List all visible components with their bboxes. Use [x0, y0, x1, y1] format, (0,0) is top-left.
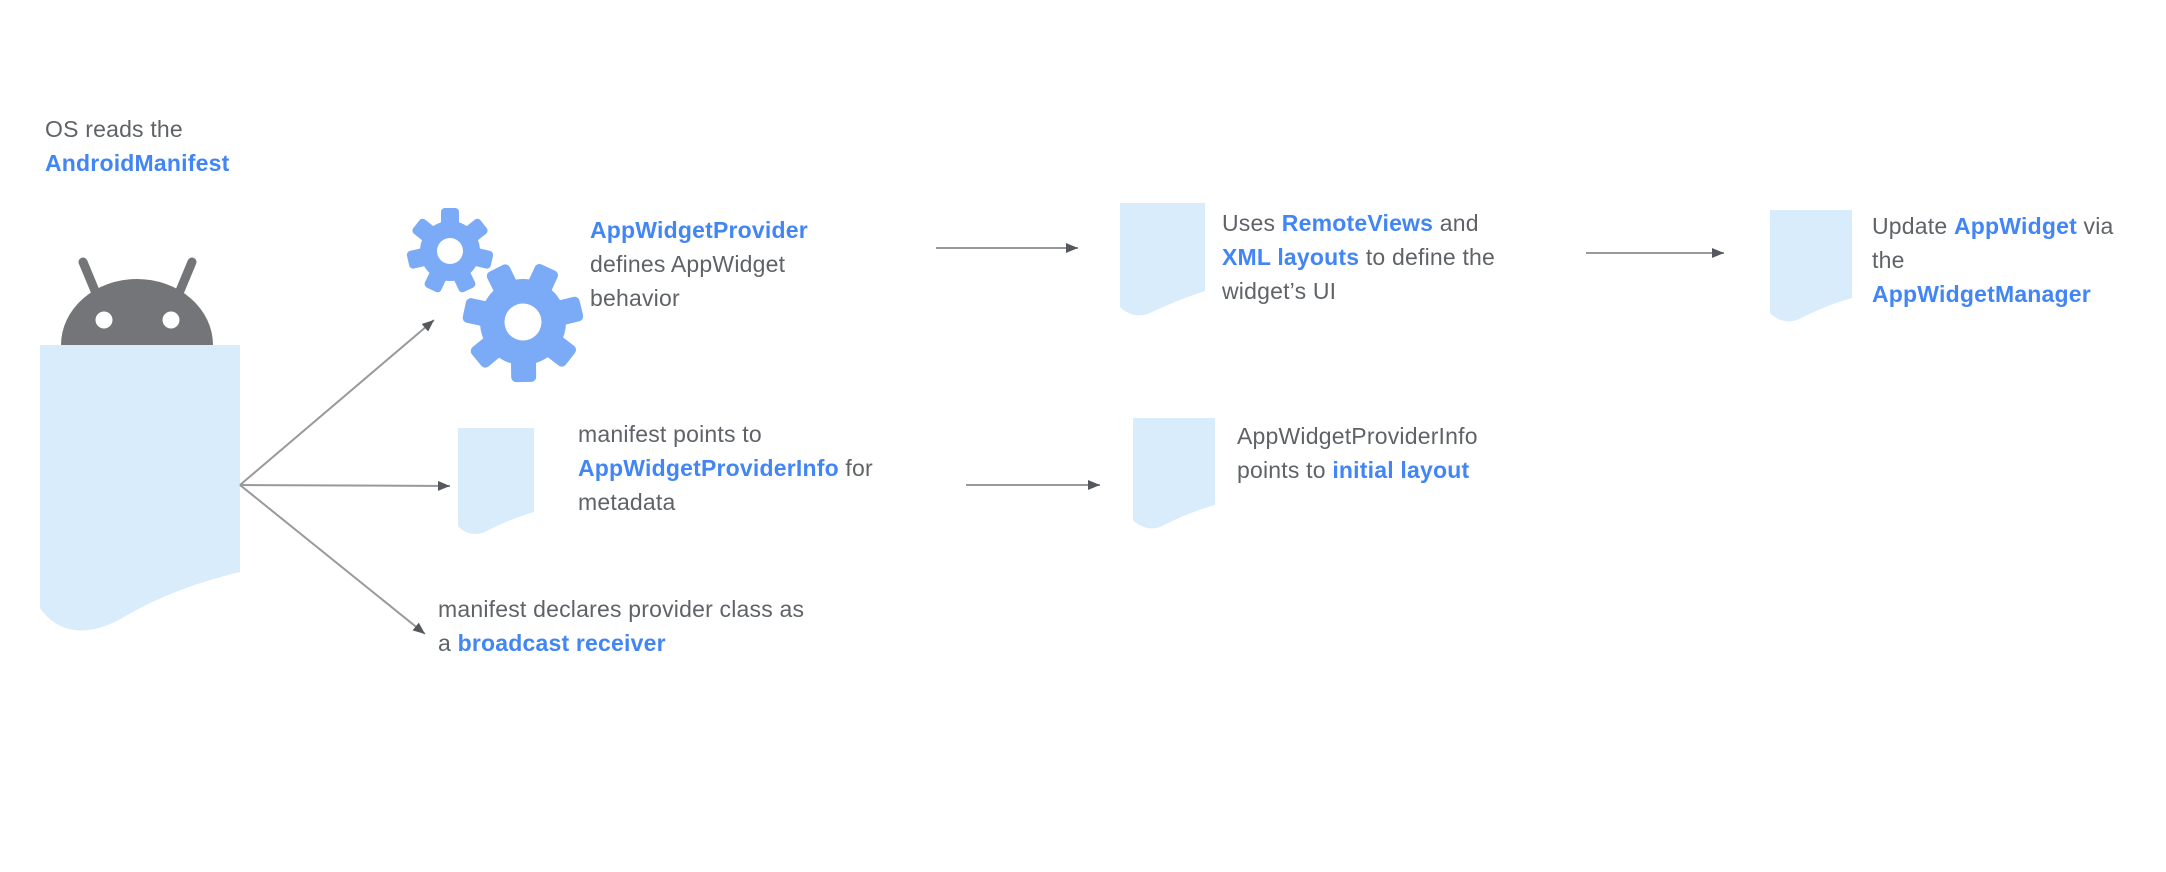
document-icon-update-appwidget — [1770, 210, 1852, 322]
text-segment: widget’s UI — [1222, 278, 1337, 304]
document-icon-initial-layout — [1133, 418, 1215, 529]
arrow-manifest-to-providerinfo — [239, 480, 451, 491]
text-segment: Update — [1872, 213, 1954, 239]
gears-icon — [406, 208, 584, 383]
note-update-appwidget: Update AppWidget via the AppWidgetManage… — [1872, 209, 2114, 311]
text-segment: and — [1433, 210, 1479, 236]
text-segment: manifest points to — [578, 421, 762, 447]
text-segment: the — [1872, 247, 1905, 273]
note-remoteviews-xml-layouts: Uses RemoteViews and XML layouts to defi… — [1222, 206, 1495, 308]
manifest-document-icon — [40, 345, 240, 631]
term-initial-layout: initial layout — [1332, 457, 1470, 483]
text-segment: AppWidgetProviderInfo — [1237, 423, 1478, 449]
term-remoteviews: RemoteViews — [1281, 210, 1434, 236]
text-segment: defines AppWidget — [590, 251, 786, 277]
term-xml-layouts: XML layouts — [1222, 244, 1360, 270]
note-providerinfo-initial-layout: AppWidgetProviderInfo points to initial … — [1237, 419, 1478, 487]
term-androidmanifest: AndroidManifest — [45, 150, 230, 176]
term-appwidgetproviderinfo: AppWidgetProviderInfo — [578, 455, 839, 481]
term-appwidgetprovider: AppWidgetProvider — [590, 217, 808, 243]
document-icon-remoteviews — [1120, 203, 1205, 316]
text-segment: manifest declares provider class as — [438, 596, 805, 622]
term-broadcast-receiver: broadcast receiver — [457, 630, 666, 656]
note-os-reads-manifest: OS reads the AndroidManifest — [45, 112, 229, 180]
arrow-manifest-to-broadcast — [239, 484, 426, 635]
arrow-manifest-to-gears — [239, 319, 435, 486]
text-segment: Uses — [1222, 210, 1282, 236]
term-appwidget: AppWidget — [1953, 213, 2077, 239]
document-icon-providerinfo — [458, 428, 534, 534]
text-segment: for — [838, 455, 873, 481]
note-broadcast-receiver: manifest declares provider class as a br… — [438, 592, 804, 660]
term-appwidgetmanager: AppWidgetManager — [1872, 281, 2091, 307]
note-manifest-points-providerinfo: manifest points to AppWidgetProviderInfo… — [578, 417, 873, 519]
note-appwidgetprovider: AppWidgetProvider defines AppWidget beha… — [590, 213, 808, 315]
text-segment: OS reads the — [45, 116, 183, 142]
text-segment: a — [438, 630, 458, 656]
text-segment: via — [2076, 213, 2114, 239]
text-segment: metadata — [578, 489, 676, 515]
text-segment: behavior — [590, 285, 680, 311]
android-robot-icon — [61, 257, 213, 345]
text-segment: points to — [1237, 457, 1333, 483]
text-segment: to define the — [1359, 244, 1496, 270]
